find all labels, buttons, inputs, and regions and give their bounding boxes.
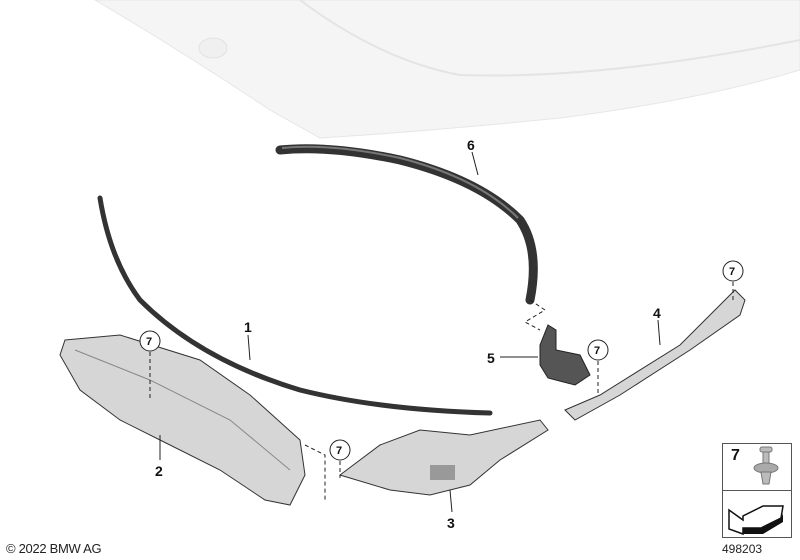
centre-cowl-grille: [430, 465, 455, 480]
legend-divider: [723, 490, 791, 491]
leader-lines: [159, 151, 661, 513]
part-label-1: 1: [244, 319, 252, 335]
svg-text:7: 7: [594, 345, 600, 357]
legend-box: 7: [722, 443, 792, 538]
hood-seal-highlight: [281, 145, 519, 219]
hood-crease: [299, 0, 800, 77]
svg-text:7: 7: [729, 266, 735, 278]
hood-outline: [94, 0, 800, 139]
arrow-down-left-icon: [728, 505, 784, 536]
part-label-5: 5: [487, 350, 495, 366]
left-cowl-part: [59, 334, 306, 506]
callout-7-d: 7: [329, 439, 351, 461]
dashed-leader: [523, 299, 546, 331]
part-label-2: 2: [155, 463, 163, 479]
callout-7-c: 7: [587, 339, 609, 361]
hood-emblem-recess: [198, 37, 228, 59]
legend-part-number: 7: [731, 447, 740, 464]
part-label-4: 4: [653, 305, 661, 321]
rivet-leaders: [149, 282, 734, 500]
copyright-text: © 2022 BMW AG: [6, 541, 102, 556]
part-label-6: 6: [467, 137, 475, 153]
svg-text:7: 7: [146, 336, 152, 348]
part-label-3: 3: [447, 515, 455, 531]
svg-text:7: 7: [336, 445, 342, 457]
left-cowl-ridge: [74, 349, 291, 471]
bracket-part: [539, 324, 591, 386]
diagram-number: 498203: [722, 542, 763, 556]
callout-7-b: 7: [722, 260, 744, 282]
right-cowl-part: [564, 289, 746, 421]
callout-7-a: 7: [139, 330, 161, 352]
seal-strip-part: [97, 195, 493, 416]
hood-seal-part: [275, 144, 538, 305]
centre-cowl-part: [338, 419, 549, 496]
expanding-rivet-icon: [753, 446, 779, 485]
